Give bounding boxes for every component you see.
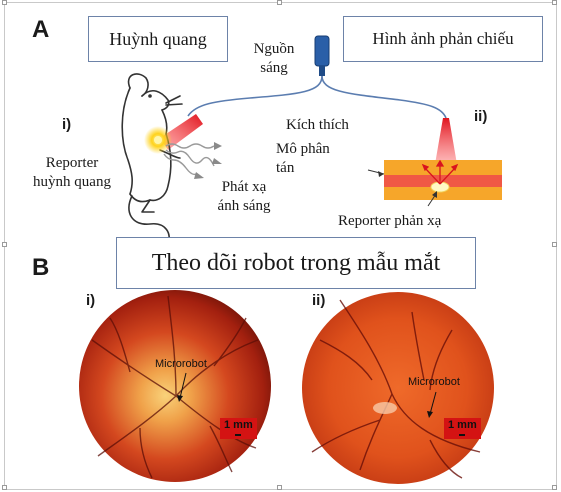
reflective-reporter-label: Reporter phản xạ (338, 213, 442, 229)
fundus-image-ii (302, 292, 494, 484)
fundus-image-i (79, 290, 271, 482)
light-source-label: Nguồn sáng (253, 41, 295, 76)
resize-handle-top-left[interactable] (2, 0, 7, 5)
mouse-icon (121, 73, 183, 245)
light-emission-label: Phát xạ ánh sáng (217, 179, 271, 214)
reflection-box-label: Hình ảnh phản chiếu (372, 29, 514, 48)
scale-bar-ii-tick (459, 434, 466, 436)
panel-b-title-box: Theo dõi robot trong mẫu mắt (116, 237, 476, 289)
scale-bar-i-label: 1 mm (224, 419, 253, 431)
excitation-label: Kích thích (286, 117, 349, 133)
panel-b-letter: B (32, 254, 50, 281)
tissue-label: Mô phân tán (276, 141, 330, 176)
microrobot-label-i: Microrobot (155, 358, 207, 370)
resize-handle-bottom[interactable] (277, 485, 282, 490)
microrobot-label-ii: Microrobot (408, 376, 460, 388)
fluorescence-box: Huỳnh quang (88, 16, 228, 62)
reflection-arrows (421, 159, 459, 185)
resize-handle-top-right[interactable] (552, 0, 557, 5)
scale-bar-i-tick (235, 434, 242, 436)
image-ii-marker: ii) (312, 292, 326, 309)
excitation-beam-right (434, 118, 458, 170)
fluorescent-reporter-label: Reporter huỳnh quang (33, 155, 111, 190)
resize-handle-left[interactable] (2, 242, 7, 247)
resize-handle-right[interactable] (552, 242, 557, 247)
emission-arrows (163, 143, 215, 176)
light-source-icon (187, 35, 447, 119)
scale-bar-ii: 1 mm (444, 418, 481, 439)
image-i-marker: i) (86, 292, 96, 309)
scale-bar-i: 1 mm (220, 418, 257, 439)
resize-handle-bottom-right[interactable] (552, 485, 557, 490)
resize-handle-top[interactable] (277, 0, 282, 5)
marker-i: i) (62, 116, 72, 133)
scale-bar-ii-label: 1 mm (448, 419, 477, 431)
panel-b-title: Theo dõi robot trong mẫu mắt (151, 249, 441, 276)
resize-handle-bottom-left[interactable] (2, 485, 7, 490)
marker-ii: ii) (474, 108, 488, 125)
fluorescence-box-label: Huỳnh quang (109, 28, 207, 49)
panel-a-letter: A (32, 16, 50, 43)
reflection-box: Hình ảnh phản chiếu (343, 16, 543, 62)
